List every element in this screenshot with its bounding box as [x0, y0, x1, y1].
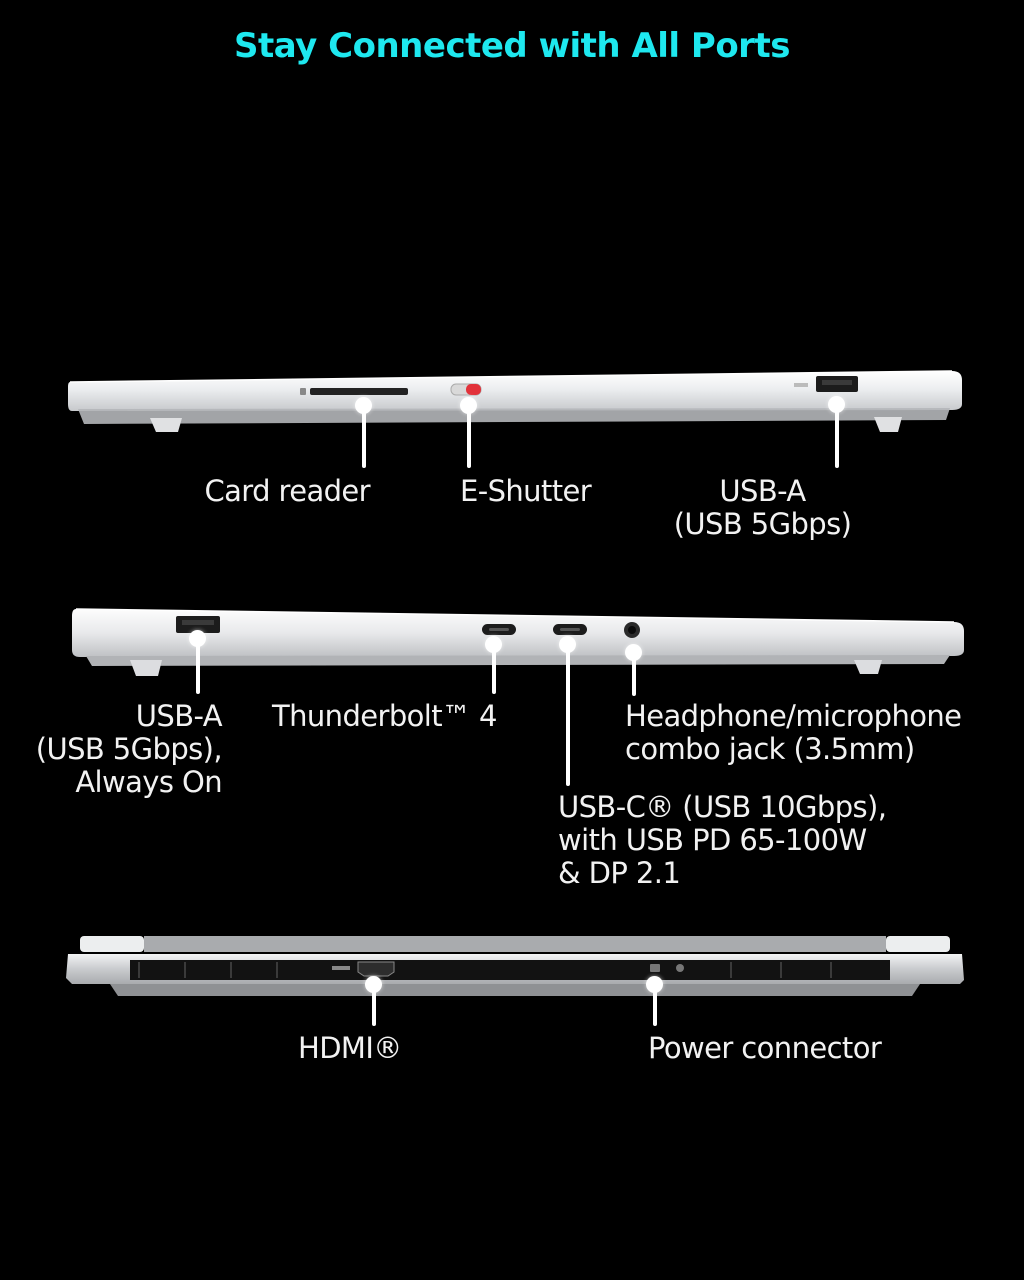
thunderbolt-callout-dot: [485, 636, 502, 653]
page-title: Stay Connected with All Ports: [234, 26, 790, 66]
e-shutter-callout-dot: [460, 397, 477, 414]
e-shutter-label: E-Shutter: [460, 474, 592, 508]
card-reader-slot-icon: [300, 388, 408, 395]
hdmi-callout-dot: [365, 976, 382, 993]
headphone-callout-line: [632, 648, 636, 696]
e-shutter-callout-line: [467, 405, 471, 468]
usb-a-right-callout-dot: [828, 396, 845, 413]
usb-a-port-icon: [794, 376, 858, 392]
hdmi-label: HDMI®: [298, 1031, 402, 1065]
laptop-body-1: [68, 370, 962, 432]
usb-a-right-callout-line: [835, 402, 839, 468]
usb-c-label: USB-C® (USB 10Gbps), with USB PD 65-100W…: [558, 790, 887, 890]
headphone-jack-label: Headphone/microphone combo jack (3.5mm): [625, 699, 962, 766]
usb-c-callout-dot: [559, 636, 576, 653]
usb-c-callout-line: [566, 640, 570, 786]
usb-a-left-callout-line: [196, 634, 200, 694]
card-reader-callout-line: [362, 402, 366, 468]
power-connector-label: Power connector: [648, 1031, 882, 1065]
laptop-body-2: [72, 608, 964, 676]
usb-a-right-label: USB-A (USB 5Gbps): [673, 474, 852, 541]
e-shutter-switch-icon: [450, 383, 482, 396]
headphone-callout-dot: [625, 644, 642, 661]
usb-a-always-on-port-icon: [176, 616, 220, 633]
hdmi-callout-line: [372, 982, 376, 1026]
power-callout-line: [653, 982, 657, 1026]
hdmi-port-icon: [332, 961, 395, 977]
power-callout-dot: [646, 976, 663, 993]
usb-c-port-icon: [553, 624, 587, 635]
thunderbolt-callout-line: [492, 640, 496, 694]
power-connector-icon: [650, 964, 684, 972]
usb-a-left-callout-dot: [189, 630, 206, 647]
thunderbolt-port-icon: [482, 624, 516, 635]
card-reader-label: Card reader: [204, 474, 370, 508]
card-reader-callout-dot: [355, 397, 372, 414]
usb-a-always-on-label: USB-A (USB 5Gbps), Always On: [35, 699, 223, 799]
headphone-jack-icon: [624, 622, 640, 638]
laptop-rear-body: [66, 936, 964, 996]
thunderbolt-label: Thunderbolt™ 4: [272, 699, 497, 733]
